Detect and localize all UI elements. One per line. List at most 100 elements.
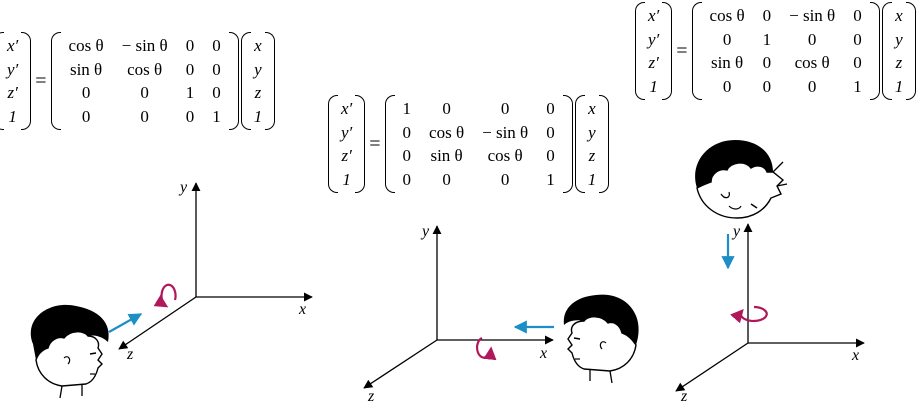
z-axis <box>118 296 197 350</box>
vector-entry: 1 <box>8 106 17 126</box>
vector-entry: y′ <box>648 29 660 49</box>
vector-entry: 1 <box>342 169 351 189</box>
matrix-cell: cos θ <box>429 122 465 142</box>
matrix-cell: 0 <box>762 76 772 96</box>
matrix-cell: 0 <box>853 6 862 25</box>
axes-rotation-z <box>108 182 313 350</box>
matrix-cell: 0 <box>762 53 772 72</box>
vector-entry: y′ <box>341 122 353 142</box>
matrix-cell: 0 <box>140 106 149 126</box>
vector-entry: 1 <box>649 76 658 96</box>
z-axis-label: z <box>680 388 688 401</box>
rotation-matrix: cos θ 0 − sin θ 0 0 1 0 0 sin θ 0 cos θ … <box>691 2 880 100</box>
matrix-cell: 0 <box>402 169 412 189</box>
matrix-cell: 0 <box>212 59 221 79</box>
rotation-arrow <box>153 283 177 308</box>
matrix-cell: 1 <box>546 169 555 189</box>
z-axis <box>363 339 438 389</box>
matrix-cell: 1 <box>853 76 862 96</box>
axes-rotation-y <box>675 223 865 392</box>
vector-entry: z <box>588 146 596 165</box>
matrix-cell: 0 <box>81 106 91 126</box>
equation-rotation-x: x′ y′ z′ 1 = 1 0 0 0 0 cos θ − sin θ 0 0… <box>328 95 609 193</box>
matrix-cell: 0 <box>402 146 412 165</box>
rotation-arrow <box>730 305 768 324</box>
vector-entry: y <box>895 29 903 49</box>
equals-sign: = <box>369 132 381 155</box>
vector-entry: z <box>895 53 903 72</box>
vector-entry: 1 <box>253 106 263 126</box>
equals-sign: = <box>676 39 688 62</box>
vector-entry: z <box>254 83 262 102</box>
matrix-cell: 0 <box>546 99 555 118</box>
matrix-cell: 0 <box>546 146 555 165</box>
z-axis <box>675 342 749 392</box>
matrix-cell: 0 <box>81 83 91 102</box>
axes-rotation-x <box>363 225 554 389</box>
equation-rotation-y: x′ y′ z′ 1 = cos θ 0 − sin θ 0 0 1 0 0 s… <box>635 2 916 100</box>
vector-entry: x′ <box>341 99 353 118</box>
matrix-cell: sin θ <box>430 146 463 165</box>
matrix-cell: 0 <box>762 6 772 25</box>
vector-entry: y <box>254 59 262 79</box>
matrix-cell: − sin θ <box>121 36 168 55</box>
y-axis-label: y <box>731 223 741 240</box>
matrix-cell: 1 <box>762 29 772 49</box>
motion-arrow <box>108 313 143 333</box>
matrix-cell: 1 <box>402 99 412 118</box>
vector-entry: x <box>254 36 262 55</box>
z-axis-label: z <box>126 346 134 363</box>
matrix-cell: cos θ <box>709 6 745 25</box>
matrix-cell: 1 <box>185 83 195 102</box>
equation-rotation-z: x′ y′ z′ 1 = cos θ − sin θ 0 0 sin θ cos… <box>0 32 275 130</box>
y-axis-label: y <box>420 223 430 240</box>
x-axis-label: x <box>851 347 859 364</box>
vector-entry: x <box>895 6 903 25</box>
matrix-cell: 0 <box>212 36 221 55</box>
vector-entry: y <box>588 122 596 142</box>
matrix-cell: cos θ <box>68 36 104 55</box>
rotation-arrow <box>475 336 497 361</box>
matrix-cell: cos θ <box>794 53 830 72</box>
vector-entry: y′ <box>7 59 19 79</box>
matrix-cell: 0 <box>185 36 195 55</box>
matrix-cell: 0 <box>722 29 732 49</box>
matrix-cell: 0 <box>442 169 451 189</box>
vector-entry: x′ <box>648 6 660 25</box>
matrix-cell: cos θ <box>487 146 523 165</box>
head-illustration <box>695 140 788 219</box>
x-axis-label: x <box>539 345 547 362</box>
vector-entry: x <box>588 99 596 118</box>
matrix-cell: 0 <box>185 106 195 126</box>
matrix-cell: 0 <box>402 122 412 142</box>
matrix-cell: − sin θ <box>482 122 529 142</box>
head-illustration <box>30 304 109 399</box>
matrix-cell: 0 <box>722 76 732 96</box>
matrix-cell: cos θ <box>127 59 163 79</box>
vector-entry: z′ <box>7 83 18 102</box>
matrix-cell: 0 <box>140 83 149 102</box>
matrix-cell: sin θ <box>69 59 103 79</box>
matrix-cell: 0 <box>500 99 510 118</box>
vector-entry: x′ <box>7 36 19 55</box>
y-axis-label: y <box>178 179 188 196</box>
rotation-matrix: 1 0 0 0 0 cos θ − sin θ 0 0 sin θ cos θ … <box>384 95 573 193</box>
matrix-cell: 0 <box>853 29 862 49</box>
matrix-cell: − sin θ <box>789 6 836 25</box>
matrix-cell: 0 <box>212 83 221 102</box>
matrix-cell: 0 <box>500 169 510 189</box>
x-axis-label: x <box>298 301 306 318</box>
matrix-cell: 0 <box>807 76 817 96</box>
matrix-cell: 0 <box>442 99 451 118</box>
vector-entry: z′ <box>648 53 659 72</box>
head-illustration <box>563 294 639 384</box>
vector-entry: 1 <box>587 169 597 189</box>
matrix-cell: 0 <box>185 59 195 79</box>
matrix-cell: 1 <box>212 106 221 126</box>
matrix-cell: 0 <box>807 29 817 49</box>
z-axis-label: z <box>367 388 375 401</box>
matrix-cell: 0 <box>853 53 862 72</box>
vector-entry: 1 <box>894 76 904 96</box>
matrix-cell: sin θ <box>710 53 744 72</box>
